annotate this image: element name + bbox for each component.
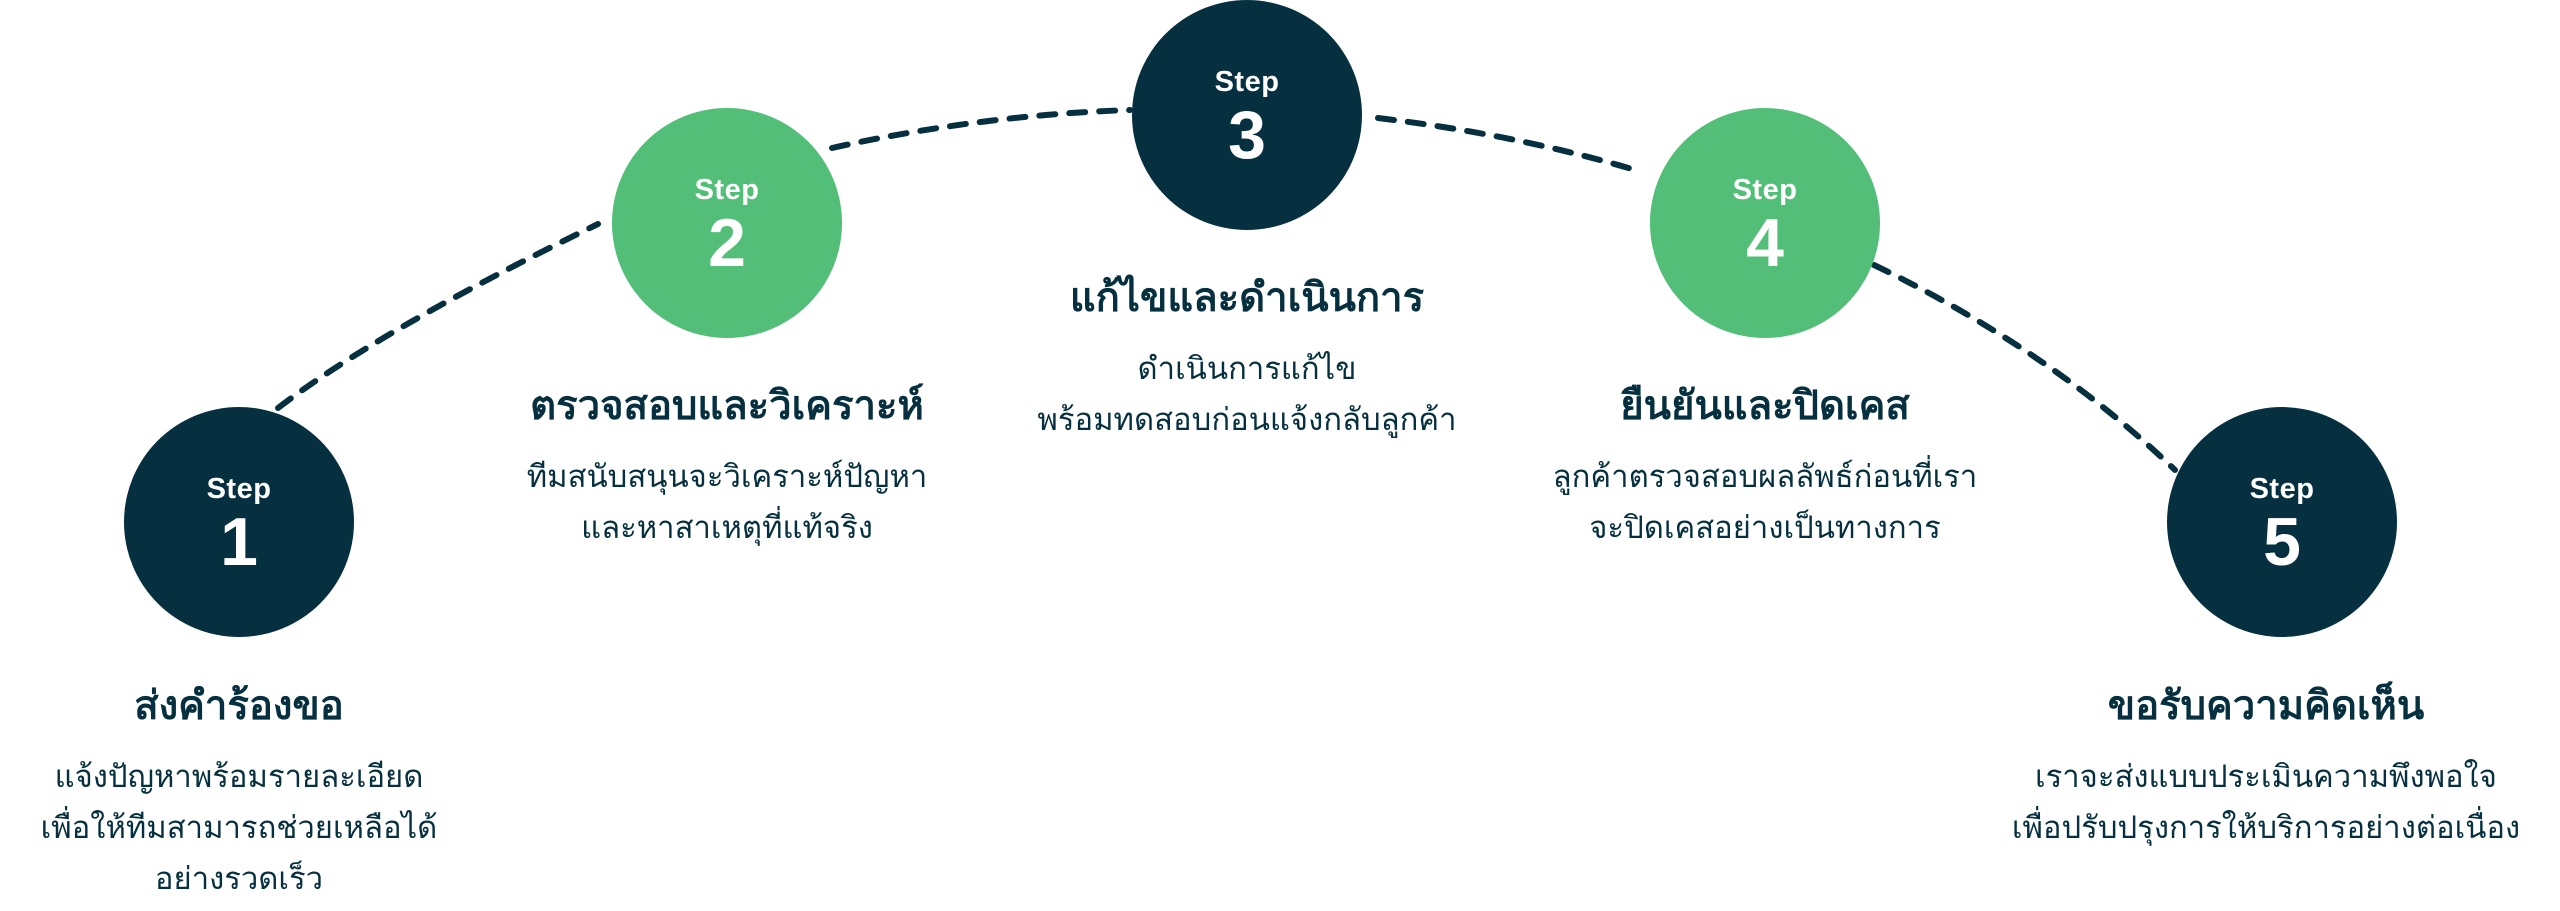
step-3-text: แก้ไขและดำเนินการ ดำเนินการแก้ไข พร้อมทด…	[997, 274, 1497, 446]
step-5-description-line: เพื่อปรับปรุงการให้บริการอย่างต่อเนื่อง	[2011, 810, 2521, 846]
step-3-description-line: พร้อมทดสอบก่อนแจ้งกลับลูกค้า	[1037, 402, 1457, 438]
step-1-description-line: แจ้งปัญหาพร้อมรายละเอียด	[54, 759, 424, 795]
step-2-description: ทีมสนับสนุนจะวิเคราะห์ปัญหา และหาสาเหตุท…	[477, 452, 977, 554]
connector-4-5	[1871, 262, 2178, 473]
step-1-title: ส่งคำร้องขอ	[134, 683, 344, 729]
step-5-number: 5	[2263, 503, 2301, 580]
step-4-number: 4	[1746, 204, 1784, 281]
step-3-description-line: ดำเนินการแก้ไข	[1137, 351, 1357, 387]
step-1-text: ส่งคำร้องขอ แจ้งปัญหาพร้อมรายละเอียด เพื…	[0, 682, 489, 905]
step-5-label: Step	[2249, 472, 2315, 505]
step-5-text: ขอรับความคิดเห็น เราจะส่งแบบประเมินความพ…	[1972, 682, 2560, 854]
step-2-circle: Step 2	[612, 108, 842, 338]
step-4-description-line: ลูกค้าตรวจสอบผลลัพธ์ก่อนที่เรา	[1552, 459, 1978, 495]
step-5-circle: Step 5	[2167, 407, 2397, 637]
step-1-number: 1	[220, 503, 258, 580]
step-4-description-line: จะปิดเคสอย่างเป็นทางการ	[1589, 510, 1941, 546]
step-4-title: ยืนยันและปิดเคส	[1620, 383, 1910, 429]
step-5-description: เราจะส่งแบบประเมินความพึงพอใจ เพื่อปรับป…	[1972, 752, 2560, 854]
step-2-text: ตรวจสอบและวิเคราะห์ ทีมสนับสนุนจะวิเคราะ…	[477, 382, 977, 554]
step-1-description: แจ้งปัญหาพร้อมรายละเอียด เพื่อให้ทีมสามา…	[0, 752, 489, 905]
step-4-text: ยืนยันและปิดเคส ลูกค้าตรวจสอบผลลัพธ์ก่อน…	[1515, 382, 2015, 554]
step-2-description-line: และหาสาเหตุที่แท้จริง	[581, 510, 873, 546]
connector-1-2	[275, 221, 601, 411]
step-3-description: ดำเนินการแก้ไข พร้อมทดสอบก่อนแจ้งกลับลูก…	[997, 344, 1497, 446]
step-2-label: Step	[694, 173, 760, 206]
connector-3-4	[1375, 115, 1645, 175]
step-1-description-line: เพื่อให้ทีมสามารถช่วยเหลือได้	[40, 810, 438, 846]
step-3-number: 3	[1228, 96, 1266, 173]
connector-2-3	[829, 107, 1133, 151]
step-2-title: ตรวจสอบและวิเคราะห์	[530, 383, 924, 429]
step-4-label: Step	[1732, 173, 1798, 206]
step-3-title: แก้ไขและดำเนินการ	[1069, 275, 1425, 321]
step-1-description-line: อย่างรวดเร็ว	[154, 861, 324, 897]
step-3-label: Step	[1214, 65, 1280, 98]
step-3-circle: Step 3	[1132, 0, 1362, 230]
step-2-number: 2	[708, 204, 746, 281]
step-1-label: Step	[206, 472, 272, 505]
step-4-description: ลูกค้าตรวจสอบผลลัพธ์ก่อนที่เรา จะปิดเคสอ…	[1515, 452, 2015, 554]
step-5-description-line: เราจะส่งแบบประเมินความพึงพอใจ	[2035, 759, 2497, 795]
step-2-description-line: ทีมสนับสนุนจะวิเคราะห์ปัญหา	[526, 459, 928, 495]
step-4-circle: Step 4	[1650, 108, 1880, 338]
step-1-circle: Step 1	[124, 407, 354, 637]
step-5-title: ขอรับความคิดเห็น	[2107, 683, 2425, 729]
